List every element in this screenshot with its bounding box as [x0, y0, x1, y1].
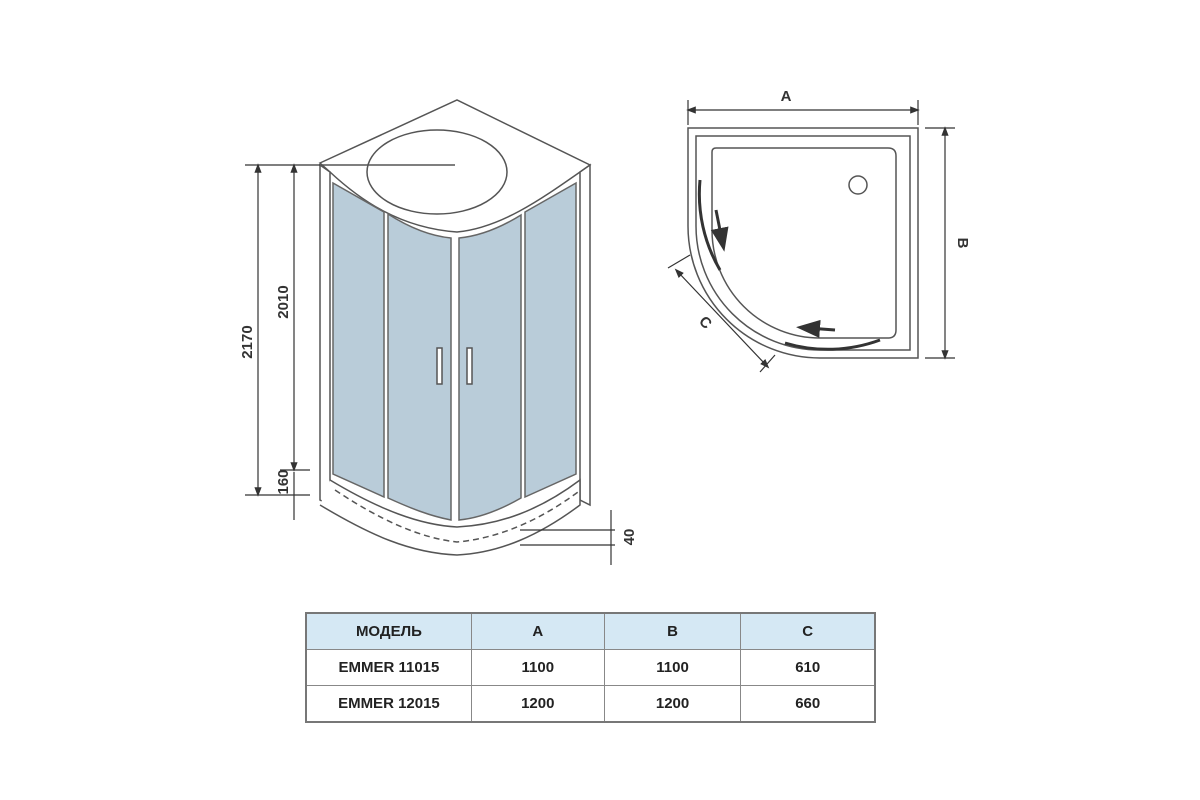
cell-b: 1100 [603, 649, 742, 686]
cabin-frame-right [579, 163, 591, 507]
glass-panel [524, 181, 577, 499]
dim-cabin-height: 2010 [275, 285, 292, 318]
glass-panel [332, 181, 385, 499]
header-c: C [740, 612, 876, 650]
header-a: A [470, 612, 605, 650]
tray-outline [687, 127, 919, 359]
cell-a: 1200 [470, 685, 605, 723]
shower-tray [319, 478, 581, 556]
header-b: B [603, 612, 742, 650]
cell-model: EMMER 12015 [305, 685, 472, 723]
table-row: EMMER 11015 1100 1100 610 [305, 649, 876, 686]
plan-view [687, 127, 919, 359]
dim-tray-lip: 40 [621, 529, 638, 546]
front-dimensions [245, 163, 615, 565]
cell-c: 610 [740, 649, 876, 686]
cell-model: EMMER 11015 [305, 649, 472, 686]
glass-panel [458, 213, 522, 521]
header-model: МОДЕЛЬ [305, 612, 472, 650]
cell-b: 1200 [603, 685, 742, 723]
table-header-row: МОДЕЛЬ A B C [305, 612, 876, 650]
label-b: B [954, 238, 971, 249]
glass-panel [387, 212, 452, 521]
label-a: A [781, 88, 792, 105]
plan-dimensions [667, 100, 955, 373]
label-c: C [695, 313, 715, 333]
door-handle [466, 347, 473, 385]
dimensions-table: МОДЕЛЬ A B C EMMER 11015 1100 1100 610 E… [305, 612, 876, 723]
front-view [318, 99, 592, 556]
cabin-frame-left [319, 163, 331, 507]
roof-light [366, 129, 508, 215]
dim-total-height: 2170 [239, 325, 256, 358]
drain [848, 175, 868, 195]
door-handle [436, 347, 443, 385]
cell-a: 1100 [470, 649, 605, 686]
table-row: EMMER 12015 1200 1200 660 [305, 685, 876, 723]
cell-c: 660 [740, 685, 876, 723]
dim-tray-height: 160 [275, 469, 292, 494]
